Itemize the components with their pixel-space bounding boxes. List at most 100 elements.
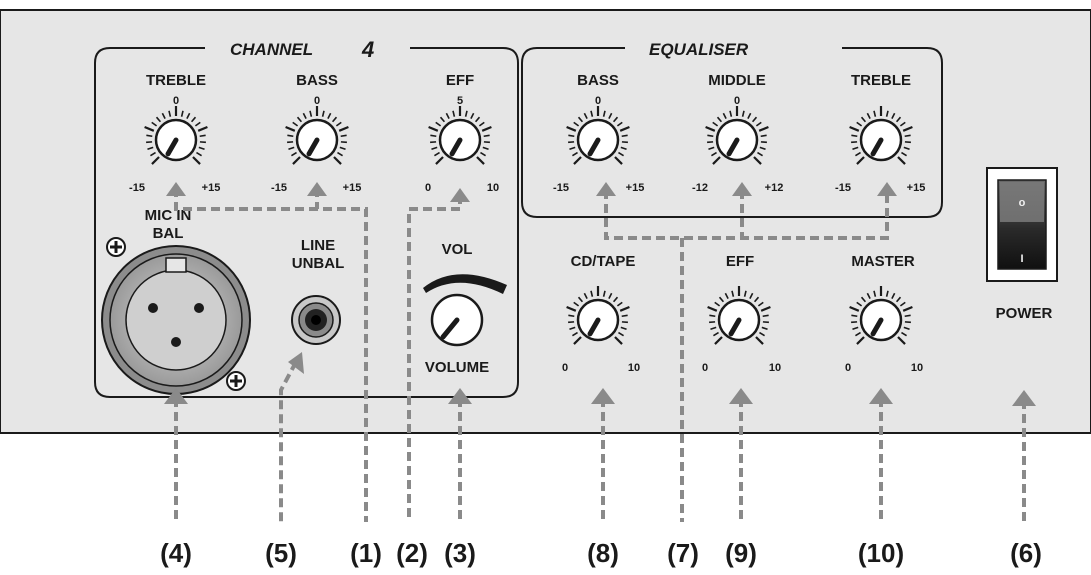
power-switch[interactable] xyxy=(986,167,1058,282)
knob-tick xyxy=(150,151,156,157)
channel-bass-label: BASS xyxy=(296,72,338,89)
eq-bass-center: 0 xyxy=(595,95,601,107)
channel-eff-min: 0 xyxy=(425,182,431,194)
knob-tick xyxy=(340,134,347,138)
master-label: MASTER xyxy=(851,253,915,270)
eq-bass-knob[interactable] xyxy=(566,106,630,165)
equaliser-section-title: EQUALISER xyxy=(649,40,749,59)
knob-tick xyxy=(483,134,490,138)
equaliser-section-box xyxy=(521,47,943,218)
knob-tick xyxy=(186,112,191,119)
knob-tick xyxy=(321,110,325,117)
knob-tick xyxy=(751,116,758,123)
arrow-up-icon xyxy=(591,388,615,404)
eq-treble-min: -15 xyxy=(835,182,851,194)
knob-tick xyxy=(724,292,729,299)
knob-tick xyxy=(705,125,716,132)
leader-7 xyxy=(604,190,889,240)
arrow-up-icon xyxy=(448,388,472,404)
eq-middle-max: +12 xyxy=(765,182,784,194)
knob-tick xyxy=(759,146,766,151)
line-jack-input[interactable] xyxy=(291,295,341,345)
cdtape-min: 0 xyxy=(562,362,568,374)
knob-tick xyxy=(480,151,486,157)
knob-tick xyxy=(760,305,771,312)
knob-tick xyxy=(590,290,594,297)
knob-tick xyxy=(849,305,860,312)
lower-eff-label: EFF xyxy=(726,253,754,270)
cdtape-knob[interactable] xyxy=(566,286,630,345)
knob-pointer xyxy=(587,317,601,337)
knob-tick xyxy=(583,112,588,119)
eq-middle-min: -12 xyxy=(692,182,708,194)
channel-eff-max: 10 xyxy=(487,182,499,194)
knob-tick xyxy=(566,125,577,132)
knob-tick xyxy=(901,151,907,157)
knob-tick xyxy=(196,151,202,157)
channel-treble-max: +15 xyxy=(202,182,221,194)
eq-middle-knob[interactable] xyxy=(705,106,769,165)
mic-in-label: MIC IN xyxy=(145,207,192,224)
knob-tick xyxy=(849,125,860,132)
arrow-up-icon xyxy=(1012,390,1036,406)
knob-tick xyxy=(904,134,911,138)
knob-tick xyxy=(904,314,911,318)
callout-3: (3) xyxy=(444,538,476,568)
knob-tick xyxy=(339,146,346,151)
knob-tick xyxy=(873,110,877,117)
mic-xlr-input[interactable] xyxy=(101,245,251,395)
knob-tick xyxy=(731,290,735,297)
knob-tick xyxy=(899,301,906,307)
knob-tick xyxy=(618,331,624,337)
knob-tick xyxy=(851,134,858,138)
knob-tick xyxy=(616,121,623,127)
channel-bass-knob[interactable] xyxy=(285,106,349,165)
arrow-up-icon xyxy=(732,182,752,196)
channel-treble-min: -15 xyxy=(129,182,145,194)
knob-tick xyxy=(292,121,299,127)
knob-tick xyxy=(616,301,623,307)
knob-tick xyxy=(709,314,716,318)
knob-tick xyxy=(435,121,442,127)
knob-tick xyxy=(161,112,166,119)
line-label: LINE xyxy=(301,237,335,254)
knob-tick xyxy=(757,151,763,157)
eq-treble-knob[interactable] xyxy=(849,106,913,165)
knob-tick xyxy=(288,146,295,151)
knob-tick xyxy=(573,156,582,165)
channel-treble-knob[interactable] xyxy=(144,106,208,165)
knob-tick xyxy=(192,156,201,165)
knob-tick xyxy=(335,121,342,127)
knob-pointer xyxy=(587,137,601,157)
arrow-up-icon xyxy=(450,188,470,202)
knob-tick xyxy=(291,151,297,157)
knob-tick xyxy=(761,326,768,331)
volume-knob[interactable] xyxy=(430,293,484,347)
callout-6: (6) xyxy=(1010,538,1042,568)
lower-eff-max: 10 xyxy=(769,362,781,374)
channel-4-section-box xyxy=(94,47,519,398)
knob-tick xyxy=(198,146,205,151)
knob-pointer xyxy=(870,317,884,337)
lower-eff-knob[interactable] xyxy=(707,286,771,345)
master-knob[interactable] xyxy=(849,286,913,345)
volume-label: VOLUME xyxy=(425,359,489,376)
knob-tick xyxy=(618,151,624,157)
channel-eff-knob[interactable] xyxy=(428,106,492,165)
eq-middle-center: 0 xyxy=(734,95,740,107)
lower-eff-min: 0 xyxy=(702,362,708,374)
knob-tick xyxy=(707,305,718,312)
knob-tick xyxy=(714,336,723,345)
knob-tick xyxy=(885,110,889,117)
knob-tick xyxy=(569,146,576,151)
channel-bass-max: +15 xyxy=(343,182,362,194)
arrow-up-icon xyxy=(164,388,188,404)
knob-tick xyxy=(327,112,332,119)
knob-tick xyxy=(478,121,485,127)
knob-tick xyxy=(445,112,450,119)
mic-screw-bottom-icon xyxy=(226,371,246,391)
knob-tick xyxy=(851,314,858,318)
leader-1 xyxy=(174,188,368,522)
line-unbal-label: UNBAL xyxy=(292,255,345,272)
